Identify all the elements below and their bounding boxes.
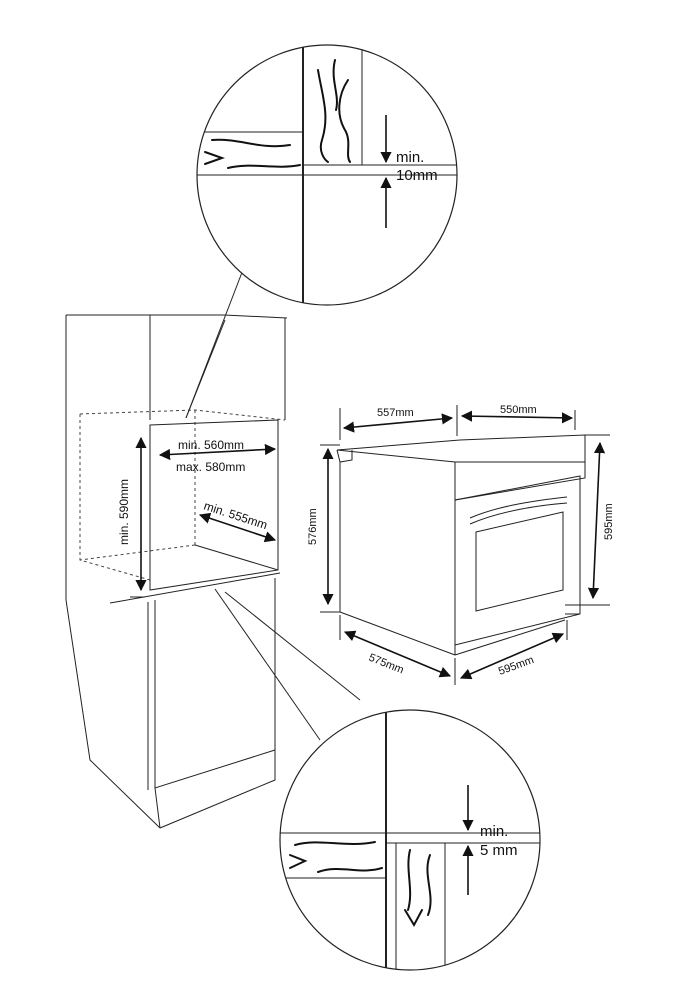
oven-bottom-width-arrow <box>459 632 565 680</box>
oven-front-height-label: 595mm <box>603 503 615 540</box>
detail-top-label-line1: min. <box>396 149 424 166</box>
detail-bottom-circle <box>279 709 541 971</box>
detail-top-circle <box>196 44 458 306</box>
detail-bottom-label-line2: 5 mm <box>480 842 518 859</box>
opening-width-arrow <box>158 443 277 461</box>
detail-bottom-label-line1: min. <box>480 823 508 840</box>
opening-width-max-label: max. 580mm <box>176 460 245 474</box>
detail-top-label-line2: 10mm <box>396 167 438 184</box>
opening-height-min-label: min. 590mm <box>117 479 131 545</box>
oven-bottom-depth-arrow <box>343 630 452 678</box>
opening-depth-arrow <box>198 512 277 543</box>
opening-width-min-label: min. 560mm <box>178 438 244 452</box>
oven-top-width-label: 550mm <box>500 404 537 416</box>
oven-top-depth-label: 557mm <box>377 407 414 419</box>
cabinet-drawing <box>65 261 361 829</box>
oven-top-width-arrow <box>460 410 574 424</box>
oven-top-depth-arrow <box>342 413 454 433</box>
oven-drawing <box>320 405 610 685</box>
oven-body-height-label: 576mm <box>307 508 319 545</box>
oven-front-height-arrow <box>587 441 606 600</box>
oven-bottom-width-label: 595mm <box>497 654 536 678</box>
